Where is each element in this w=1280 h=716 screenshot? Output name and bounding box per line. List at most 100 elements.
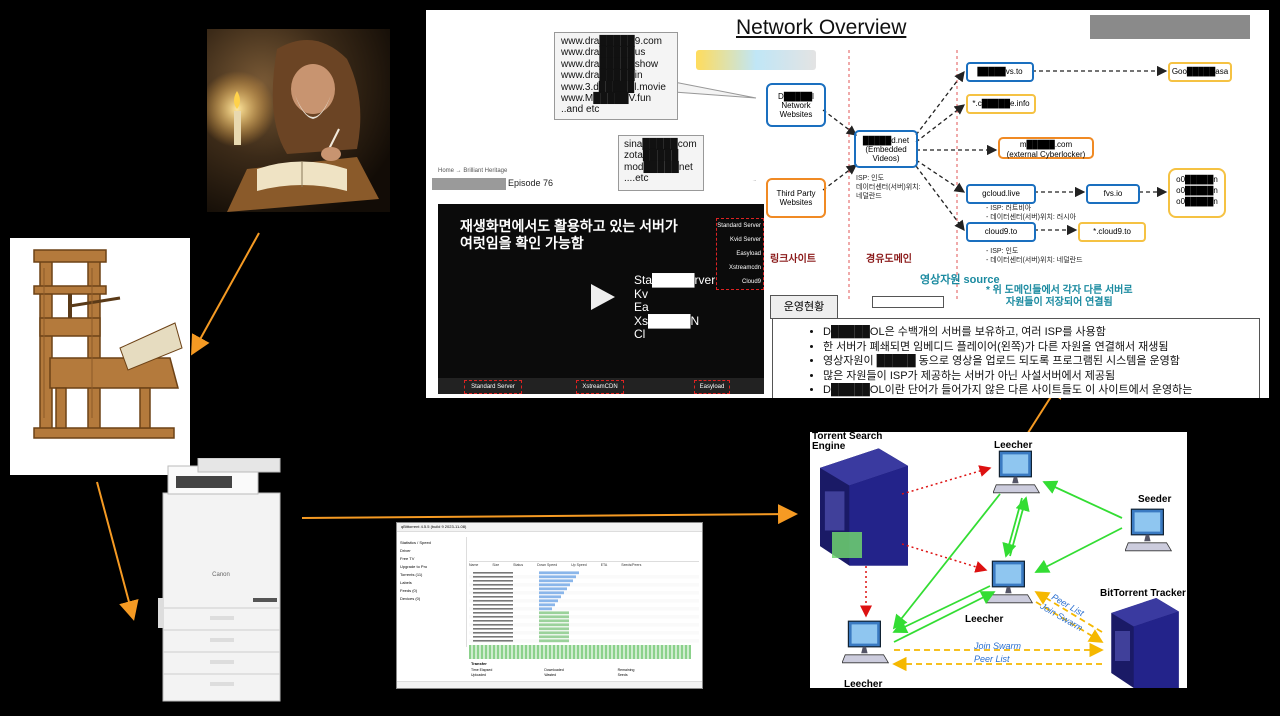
- copier-machine-image: Canon: [158, 457, 285, 704]
- ops-bullet: 영상자원이 █████ 동으로 영상을 업로드 되도록 프로그램된 시스템을 운…: [823, 354, 1259, 369]
- label-leecher-mid: Leecher: [965, 614, 1004, 625]
- node-s5: cloud9.to: [966, 222, 1036, 242]
- label-peer-list: Peer List: [974, 654, 1010, 664]
- client-sidebar-item: Labels: [400, 580, 412, 585]
- client-sidebar-item: Torrents (11): [400, 572, 423, 577]
- node-s2: *.c█████e.info: [966, 94, 1036, 114]
- client-sidebar-item: Feeds (0): [400, 588, 418, 593]
- node-s1: █████vs.to: [966, 62, 1034, 82]
- breadcrumb: Home → Brilliant Heritage: [438, 168, 508, 174]
- row-name-text: [473, 584, 513, 586]
- client-column-header: ETA: [600, 563, 608, 567]
- video-player[interactable]: 재생화면에서도 활용하고 있는 서버가 여럿임을 확인 가능함 Sta█████…: [438, 204, 764, 394]
- node-s1b: Goo█████asa: [1168, 62, 1232, 82]
- arrow-copier-to-torrent: [301, 504, 798, 525]
- client-stat-label: Uploaded: [471, 673, 486, 677]
- client-sidebar-item: Upgrade to Pro: [400, 564, 428, 569]
- source-note: * 위 도메인들에서 각자 다른 서버로 자원들이 저장되어 연결됨: [986, 285, 1133, 308]
- play-icon[interactable]: [591, 284, 615, 310]
- table-row: [469, 587, 699, 591]
- label-join-swarm: Join Swarm: [974, 641, 1022, 651]
- client-column-header: Size: [492, 563, 500, 567]
- ops-bullets: D█████OL은 수백개의 서버를 보유하고, 여러 ISP를 사용함한 서버…: [773, 325, 1259, 398]
- client-sidebar-item: Free TV: [400, 556, 415, 561]
- torrent-diagram: Torrent Search Engine Leecher Seeder Lee…: [810, 432, 1187, 688]
- table-row: [469, 607, 699, 611]
- progress-bar: [539, 639, 569, 643]
- episode-bar: Episode 76: [432, 178, 762, 192]
- url-item: www.dra█████show: [561, 58, 659, 70]
- page-title: Network Overview: [736, 16, 907, 39]
- row-name-text: [473, 624, 513, 626]
- row-name-text: [473, 608, 513, 610]
- client-stat-label: Remaining: [617, 668, 635, 672]
- client-column-header: Up Speed: [571, 563, 587, 567]
- url-item: www.dra█████in: [561, 70, 643, 82]
- url-item: www.dra█████us: [561, 47, 646, 59]
- server-menu-item: Kvid Server: [729, 237, 761, 243]
- progress-bar: [539, 595, 561, 599]
- client-stat-label: Seeds: [617, 673, 628, 677]
- col-label-via-domain: 경유도메인: [866, 254, 912, 265]
- table-row: [469, 623, 699, 627]
- node-network-websites: D█████l Network Websites: [766, 83, 826, 127]
- client-stat-label: Wasted: [544, 673, 557, 677]
- progress-bar: [539, 575, 576, 579]
- progress-bar: [539, 603, 555, 607]
- node-s4: gcloud.live: [966, 184, 1036, 204]
- client-column-header: Status: [513, 563, 524, 567]
- row-name-text: [473, 640, 513, 642]
- node-s3: m█████.com (external Cyberlocker): [998, 137, 1094, 159]
- client-sidebar-item: Driver: [400, 548, 411, 553]
- table-row: [469, 579, 699, 583]
- third-party-item: ....etc: [624, 173, 649, 185]
- table-row: [469, 575, 699, 579]
- node-s5b: *.cloud9.to: [1078, 222, 1146, 242]
- arrow-monk-to-press: [191, 232, 260, 356]
- label-leecher-top: Leecher: [994, 440, 1033, 451]
- progress-bar: [539, 619, 569, 623]
- row-name-text: [473, 628, 513, 630]
- url-item: www.dra█████9.com: [561, 36, 663, 47]
- btn-xstreamcdn[interactable]: XstreamCDN: [576, 380, 624, 394]
- label-search-engine: Torrent Search Engine: [812, 432, 883, 452]
- row-name-text: [473, 592, 513, 594]
- progress-bar: [539, 615, 569, 619]
- client-stat-label: Downloaded: [544, 668, 564, 672]
- table-row: [469, 611, 699, 615]
- client-column-header: Name: [469, 563, 479, 567]
- table-row: [469, 631, 699, 635]
- table-row: [469, 591, 699, 595]
- video-bottom-bar: [438, 378, 764, 394]
- progress-bar: [539, 627, 569, 631]
- third-party-item: mod█████net: [624, 161, 693, 173]
- progress-bar: [539, 623, 569, 627]
- monk-painting: [199, 29, 390, 212]
- table-row: [469, 619, 699, 623]
- btn-standard-server[interactable]: Standard Server: [464, 380, 522, 394]
- client-toolbar: [469, 553, 699, 562]
- brand-logo-blurred: [696, 50, 816, 70]
- table-row: [469, 639, 699, 643]
- progress-bar: [539, 635, 569, 639]
- server-menu-item: Standard Server: [717, 223, 761, 229]
- row-name-text: [473, 580, 513, 582]
- ops-box: D█████OL은 수백개의 서버를 보유하고, 여러 ISP를 사용함한 서버…: [772, 318, 1260, 398]
- progress-bar: [539, 571, 579, 575]
- table-row: [469, 571, 699, 575]
- ops-bullet: D█████OL은 수백개의 서버를 보유하고, 여러 ISP를 사용함: [823, 325, 1259, 340]
- table-row: [469, 635, 699, 639]
- svg-text:Canon: Canon: [212, 572, 230, 578]
- progress-bar: [539, 587, 567, 591]
- client-title-bar: qBittorrent 4.5.5 (build 9 2023-11-08): [397, 523, 702, 532]
- video-caption: 재생화면에서도 활용하고 있는 서버가 여럿임을 확인 가능함: [460, 218, 678, 251]
- btn-easyload[interactable]: Easyload: [694, 380, 730, 394]
- third-party-item: sina█████com: [624, 139, 697, 150]
- client-column-header: Down Speed: [537, 563, 558, 567]
